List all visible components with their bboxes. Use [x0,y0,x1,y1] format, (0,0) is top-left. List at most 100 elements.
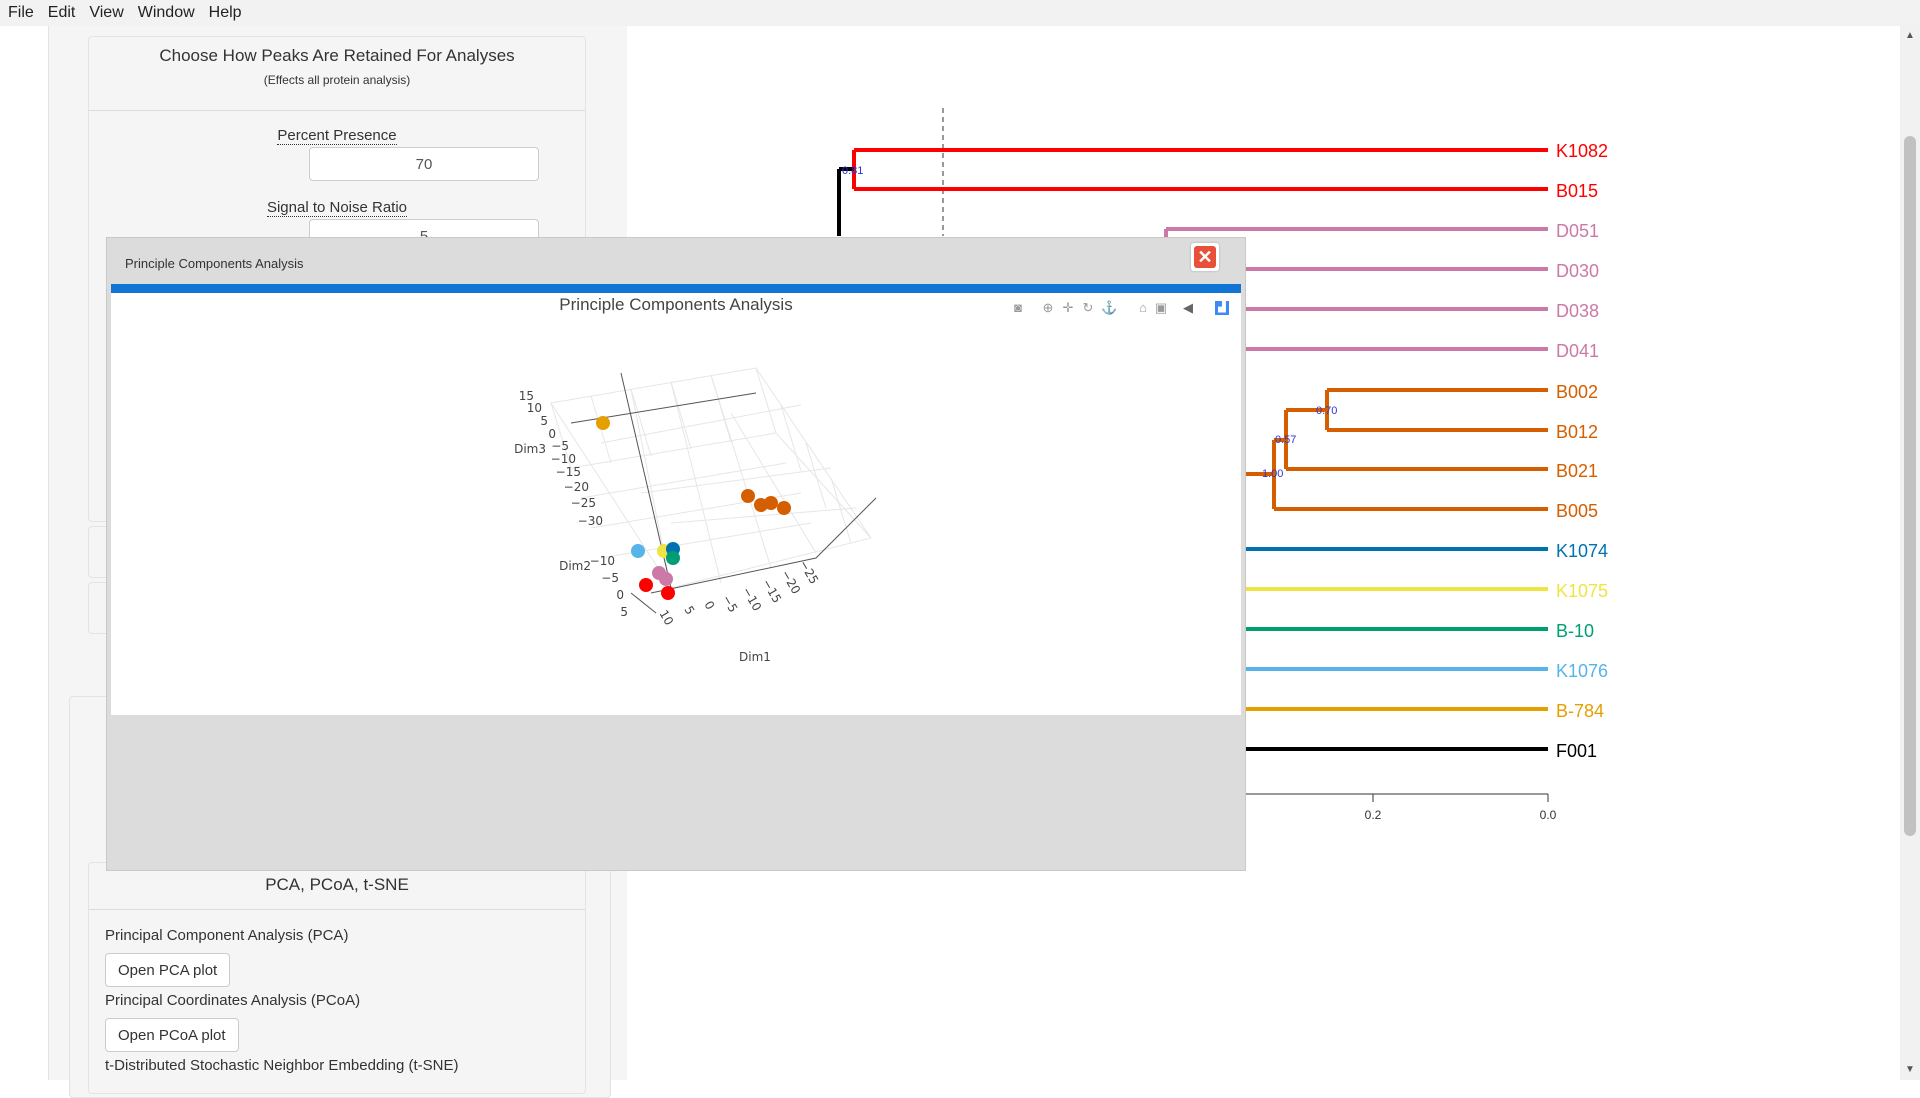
dim3-tick-label: 15 [519,389,534,403]
pca-plot[interactable]: Principle Components Analysis ◙ ⊕ ✛ ↻ ⚓ … [111,293,1241,715]
dim1-tick-label: 10 [656,608,676,628]
node-label: 1.00 [1262,468,1283,480]
x-tick-label: 0.2 [1365,808,1382,822]
branch-red [852,148,1548,191]
leaf-label: D038 [1556,301,1599,321]
point-pink[interactable] [659,572,673,586]
peak-retention-title: Choose How Peaks Are Retained For Analys… [159,46,515,65]
dim3-tick-label: −5 [551,439,569,453]
zoom-icon[interactable]: ⊕ [1042,300,1054,315]
leaf-label: K1075 [1556,581,1608,601]
peak-retention-subtitle: (Effects all protein analysis) [263,73,411,87]
point-red[interactable] [661,586,675,600]
leaf-label: D041 [1556,341,1599,361]
pca-modal: Principle Components Analysis ✕ Principl… [106,237,1246,871]
leaf-label: B015 [1556,181,1598,201]
home-icon[interactable]: ⌂ [1139,300,1147,315]
dim2-tick-label: −5 [601,571,619,585]
dim2-tick-label: 5 [620,605,628,619]
dim3-tick-label: 10 [527,401,542,415]
dim3-tick-label: −25 [571,496,596,510]
scroll-down-icon[interactable]: ▼ [1905,1064,1915,1075]
dim3-tick-label: −15 [556,465,581,479]
dim3-axis-title: Dim3 [514,442,546,456]
leaf-label: K1074 [1556,541,1608,561]
menu-view[interactable]: View [89,4,124,21]
leaf-label: B-10 [1556,621,1594,641]
dim3-tick-label: −20 [564,480,589,494]
scroll-up-icon[interactable]: ▲ [1905,30,1915,41]
leaf-label: B002 [1556,382,1598,402]
leaf-label: B012 [1556,422,1598,442]
point-vermillion[interactable] [754,498,768,512]
pan-icon[interactable]: ✛ [1062,300,1074,315]
camera-icon[interactable]: ◙ [1014,300,1022,315]
page-scrollbar[interactable]: ▲ ▼ [1900,26,1920,1080]
point-vermillion[interactable] [777,501,791,515]
dim3-tick-label: 0 [548,427,556,441]
node-label: 0.57 [1275,434,1296,446]
dim1-tick-label: −15 [759,577,784,606]
open-pca-button[interactable]: Open PCA plot [105,953,231,987]
menu-file[interactable]: File [8,4,34,21]
scroll-thumb[interactable] [1904,136,1916,836]
orbit-icon[interactable]: ↻ [1082,300,1094,315]
dim2-tick-label: −10 [590,554,615,568]
plotly-logo-icon[interactable]: ▟ [1215,301,1229,315]
menu-window[interactable]: Window [137,4,195,21]
menu-edit[interactable]: Edit [47,4,76,21]
save-view-icon[interactable]: ▣ [1154,300,1168,315]
dendrogram-chart: 0.81 0.70 0.57 1.00 K1082 B015 D051 D030… [837,108,1608,822]
leaf-label: D051 [1556,221,1599,241]
percent-presence-input[interactable]: 70 [309,147,539,181]
close-button[interactable]: ✕ [1191,243,1219,271]
node-label: 0.81 [842,165,863,177]
modal-title: Principle Components Analysis [125,256,304,271]
dim3-tick-label: −10 [551,452,576,466]
leaf-label: B005 [1556,501,1598,521]
open-pcoa-button[interactable]: Open PCoA plot [105,1018,239,1052]
leaf-label: K1076 [1556,661,1608,681]
snr-label: Signal to Noise Ratio [89,199,585,217]
percent-presence-label-text: Percent Presence [277,127,397,145]
dim3-tick-label: −30 [578,514,603,528]
point-skyblue[interactable] [631,544,645,558]
plot-title: Principle Components Analysis [559,295,793,314]
tsne-label: t-Distributed Stochastic Neighbor Embedd… [105,1057,459,1074]
leaf-label: K1082 [1556,141,1608,161]
x-axis [1227,793,1549,802]
dim1-axis-title: Dim1 [739,650,771,664]
point-green[interactable] [666,551,680,565]
hover-icon[interactable]: ◀ [1183,300,1193,315]
pca-label: Principal Component Analysis (PCA) [105,927,349,944]
dimred-header: PCA, PCoA, t-SNE [89,863,585,910]
close-icon[interactable]: ✕ [1194,246,1216,268]
branch-black-root [837,167,854,236]
dim1-tick-label: −25 [796,558,821,587]
dim2-tick-label: 0 [616,588,624,602]
leaf-label: B021 [1556,461,1598,481]
dimred-panel: PCA, PCoA, t-SNE Principal Component Ana… [88,862,586,1094]
peak-retention-header: Choose How Peaks Are Retained For Analys… [89,37,585,111]
node-label: 0.70 [1316,405,1337,417]
dimred-title: PCA, PCoA, t-SNE [265,875,409,894]
menu-bar: File Edit View Window Help [0,0,1920,26]
point-red[interactable] [639,578,653,592]
dim3-ticks: 15 10 5 0 −5 −10 −15 −20 −25 −30 Dim3 [514,389,603,528]
pca-3d-scene[interactable]: 15 10 5 0 −5 −10 −15 −20 −25 −30 Dim3 −1… [111,293,1241,715]
leaf-label: D030 [1556,261,1599,281]
dim1-tick-label: −10 [739,585,764,614]
dim1-tick-label: −5 [719,593,740,615]
grid-lines [550,367,872,589]
dim2-ticks: −10 −5 0 5 Dim2 [559,554,628,619]
turntable-icon[interactable]: ⚓ [1101,300,1118,315]
pcoa-label: Principal Coordinates Analysis (PCoA) [105,992,361,1009]
menu-help[interactable]: Help [208,4,242,21]
branch-orange [1243,388,1548,511]
plot-modebar: ◙ ⊕ ✛ ↻ ⚓ ⌂ ▣ ◀ ▟ [1011,301,1239,317]
point-orange-yellow[interactable] [596,416,610,430]
percent-presence-label: Percent Presence [89,127,585,145]
point-vermillion[interactable] [741,489,755,503]
dim3-tick-label: 5 [540,414,548,428]
dim1-tick-label: 5 [681,604,697,618]
